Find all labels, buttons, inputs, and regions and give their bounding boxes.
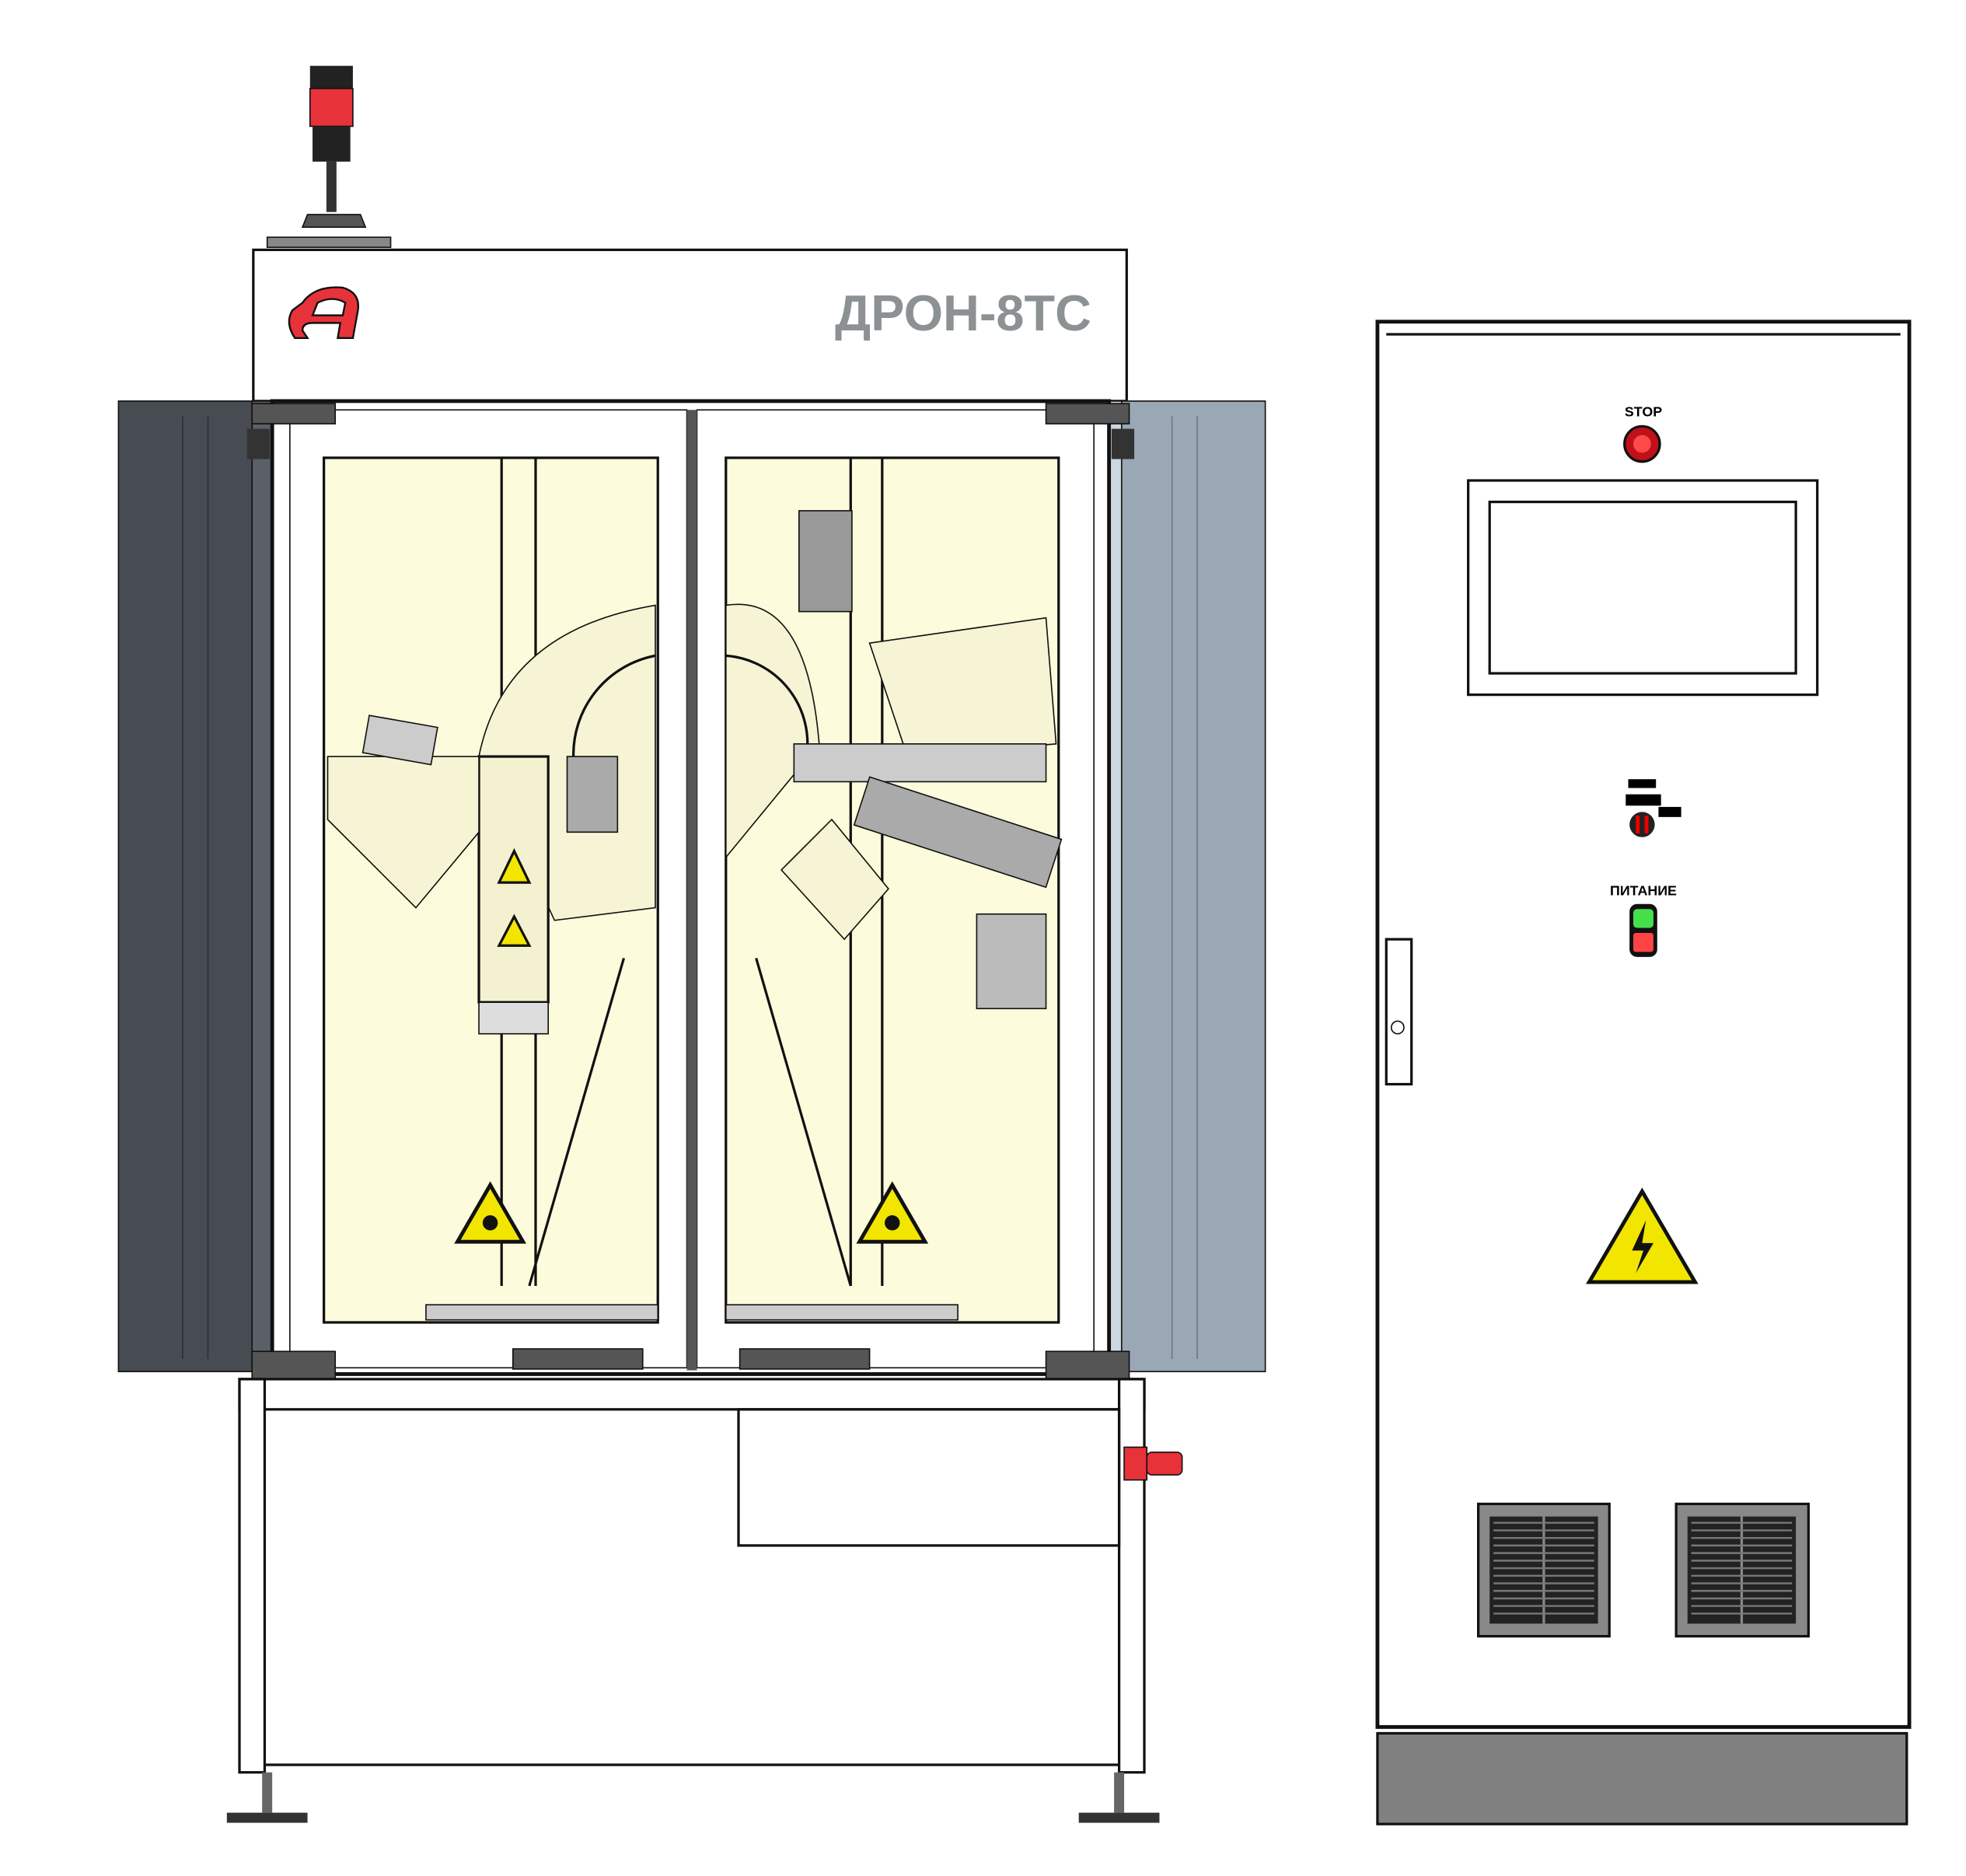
left-window: [323, 456, 659, 1324]
warning-triangle-icon: [497, 914, 532, 947]
right-side-panel: [1103, 400, 1266, 1372]
model-title: ДРОН-8ТС: [835, 285, 1091, 341]
touch-screen[interactable]: [1467, 479, 1819, 697]
ventilation-grille-right: [1674, 1502, 1810, 1638]
radiation-warning-icon: [856, 1181, 929, 1244]
key-switch[interactable]: [1626, 779, 1681, 837]
door-handle-right[interactable]: [739, 1348, 871, 1370]
header-panel: ДРОН-8ТС: [252, 248, 1128, 403]
stop-label: STOP: [1625, 403, 1662, 419]
base-stand: [226, 1378, 1183, 1823]
right-window: [725, 456, 1063, 1324]
cabinet-door-lock[interactable]: [1385, 938, 1413, 1086]
left-side-panel: [117, 400, 278, 1372]
logo-icon: [288, 286, 360, 340]
power-button[interactable]: [1629, 903, 1657, 957]
high-voltage-warning-icon: [1586, 1187, 1699, 1284]
door-handle-left[interactable]: [512, 1348, 644, 1370]
ventilation-grille-left: [1476, 1502, 1611, 1638]
signal-tower: [266, 65, 392, 248]
radiation-warning-icon: [454, 1181, 526, 1244]
stop-button[interactable]: [1623, 424, 1661, 463]
emergency-stop-button-side[interactable]: [1123, 1446, 1183, 1481]
control-cabinet: STOP ПИТАНИЕ: [1375, 320, 1912, 1825]
power-label: ПИТАНИЕ: [1610, 882, 1677, 898]
warning-triangle-icon: [497, 847, 532, 884]
